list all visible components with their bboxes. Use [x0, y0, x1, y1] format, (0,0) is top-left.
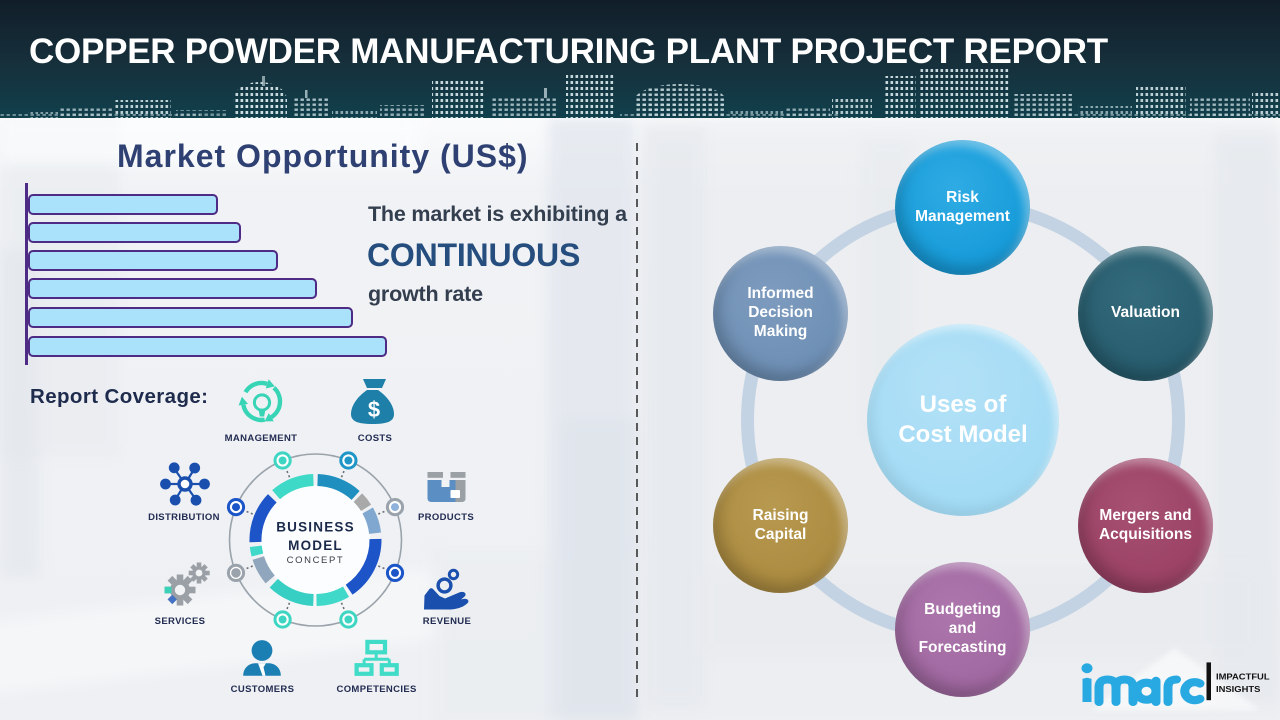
svg-text:COSTS: COSTS	[358, 433, 392, 444]
svg-text:CUSTOMERS: CUSTOMERS	[231, 684, 295, 695]
svg-text:MANAGEMENT: MANAGEMENT	[225, 433, 298, 444]
svg-text:CONCEPT: CONCEPT	[287, 555, 345, 566]
svg-text:COMPETENCIES: COMPETENCIES	[336, 684, 416, 695]
svg-text:SERVICES: SERVICES	[155, 616, 206, 627]
svg-text:$: $	[368, 397, 380, 422]
svg-text:BUSINESS: BUSINESS	[276, 520, 355, 535]
svg-text:DISTRIBUTION: DISTRIBUTION	[148, 512, 220, 523]
svg-text:REVENUE: REVENUE	[423, 616, 471, 627]
svg-text:MODEL: MODEL	[288, 538, 343, 553]
svg-text:INSIGHTS: INSIGHTS	[1216, 685, 1260, 694]
svg-text:PRODUCTS: PRODUCTS	[418, 512, 474, 523]
svg-text:IMPACTFUL: IMPACTFUL	[1216, 672, 1270, 681]
